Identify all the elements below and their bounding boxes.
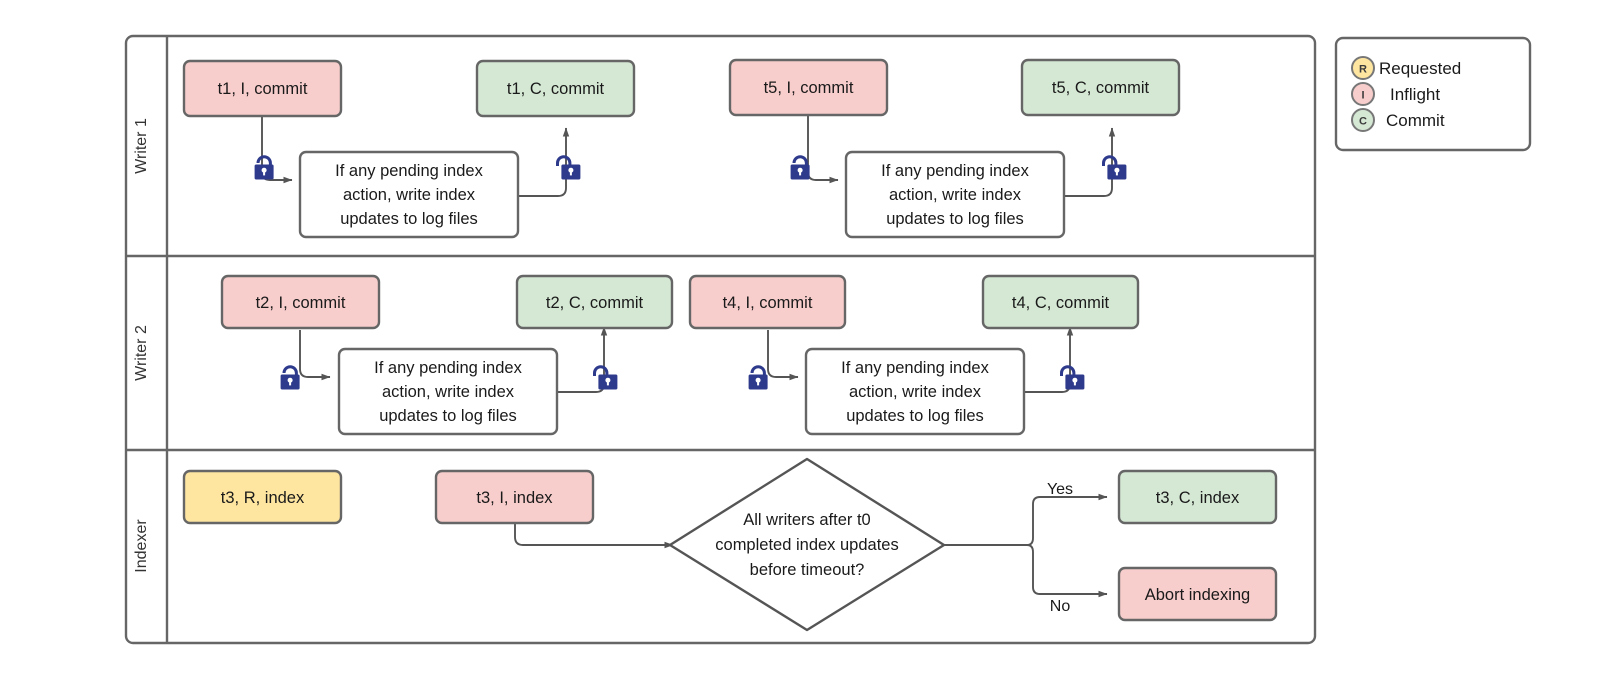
node-w2-process-b[interactable]: If any pending index action, write index… — [804, 347, 1026, 436]
node-label: t4, I, commit — [723, 294, 813, 312]
edge-ix-inflight-to-decision — [514, 523, 674, 549]
node-label-line1: All writers after t0 — [743, 511, 870, 529]
node-label: t1, I, commit — [218, 80, 308, 98]
node-label-line3: updates to log files — [379, 407, 517, 425]
edge-w2-t4-inflight-to-process — [767, 330, 799, 381]
lock-closed-icon — [254, 155, 274, 180]
node-label-line3: updates to log files — [886, 210, 1024, 228]
lock-closed-icon — [280, 365, 300, 390]
lock-open-icon — [593, 365, 618, 390]
node-label-line2: action, write index — [343, 186, 476, 204]
edge-ix-no-branch — [1026, 544, 1108, 598]
lock-closed-icon — [790, 155, 810, 180]
lane-labels: Writer 1 Writer 2 Indexer — [133, 118, 150, 573]
lock-open-icon — [1102, 155, 1127, 180]
node-label-line2: action, write index — [849, 383, 982, 401]
node-w2-t2-inflight[interactable]: t2, I, commit — [220, 274, 381, 330]
node-w2-t4-inflight[interactable]: t4, I, commit — [688, 274, 847, 330]
node-label-line3: updates to log files — [340, 210, 478, 228]
node-w2-t2-commit[interactable]: t2, C, commit — [515, 274, 674, 330]
node-w1-t5-inflight[interactable]: t5, I, commit — [728, 58, 889, 117]
node-label: t5, I, commit — [764, 79, 854, 97]
edge-w2-t2-inflight-to-process — [299, 330, 331, 381]
legend-label-inflight: Inflight — [1390, 85, 1440, 104]
node-w1-t1-commit[interactable]: t1, C, commit — [475, 59, 636, 118]
node-label-line1: If any pending index — [374, 359, 522, 377]
lock-open-icon — [556, 155, 581, 180]
node-ix-abort[interactable]: Abort indexing — [1117, 566, 1278, 622]
commit-badge-letter: C — [1359, 116, 1367, 128]
node-label: t3, R, index — [221, 489, 305, 507]
lane-label-indexer: Indexer — [133, 519, 150, 573]
lock-closed-icon — [748, 365, 768, 390]
commit-badge-icon — [1351, 108, 1375, 132]
node-label: t1, C, commit — [507, 80, 605, 98]
legend-border — [1334, 36, 1532, 152]
edge-ix-yes-branch — [1026, 493, 1108, 546]
legend-item-requested: R Requested — [1351, 56, 1461, 80]
edge-label-no: No — [1050, 598, 1071, 615]
node-w1-t1-inflight[interactable]: t1, I, commit — [182, 59, 343, 118]
edge-w1-process-to-t5-commit — [1064, 127, 1116, 197]
edge-label-yes: Yes — [1047, 481, 1073, 498]
node-label: t2, C, commit — [546, 294, 644, 312]
node-w2-process-a[interactable]: If any pending index action, write index… — [337, 347, 559, 436]
node-ix-decision[interactable]: All writers after t0 completed index upd… — [668, 457, 946, 632]
lane-indexer-content: Yes No t3, R, index t3, I, index All wri… — [182, 457, 1278, 632]
legend-item-inflight: I Inflight — [1351, 82, 1440, 106]
node-label-line3: before timeout? — [750, 561, 865, 579]
node-label: t4, C, commit — [1012, 294, 1110, 312]
node-label: t5, C, commit — [1052, 79, 1150, 97]
node-ix-t3-commit[interactable]: t3, C, index — [1117, 469, 1278, 525]
legend-label-requested: Requested — [1379, 59, 1461, 78]
node-label-line2: action, write index — [382, 383, 515, 401]
node-label: t3, I, index — [476, 489, 553, 507]
node-w1-t5-commit[interactable]: t5, C, commit — [1020, 58, 1181, 117]
node-label-line2: completed index updates — [715, 536, 898, 554]
lane-label-writer1: Writer 1 — [133, 118, 150, 174]
node-label-line3: updates to log files — [846, 407, 984, 425]
node-w2-t4-commit[interactable]: t4, C, commit — [981, 274, 1140, 330]
lane-writer1-content: t1, I, commit t1, C, commit t5, I, commi… — [182, 58, 1181, 239]
legend-item-commit: C Commit — [1351, 108, 1445, 132]
node-label: t2, I, commit — [256, 294, 346, 312]
inflight-badge-icon — [1351, 82, 1375, 106]
node-w1-process-a[interactable]: If any pending index action, write index… — [298, 150, 520, 239]
node-label-line2: action, write index — [889, 186, 1022, 204]
node-ix-t3-requested[interactable]: t3, R, index — [182, 469, 343, 525]
node-label-line1: If any pending index — [841, 359, 989, 377]
lane-label-writer2: Writer 2 — [133, 325, 150, 381]
node-label-line1: If any pending index — [881, 162, 1029, 180]
node-label-line1: If any pending index — [335, 162, 483, 180]
node-label: Abort indexing — [1145, 586, 1251, 604]
node-label: t3, C, index — [1156, 489, 1240, 507]
legend-label-commit: Commit — [1386, 111, 1445, 130]
lock-open-icon — [1060, 365, 1085, 390]
edge-w1-process-to-t1-commit — [518, 127, 570, 197]
requested-badge-letter: R — [1359, 64, 1367, 76]
lane-writer2-content: t2, I, commit t2, C, commit t4, I, commi… — [220, 274, 1140, 436]
inflight-badge-letter: I — [1361, 90, 1364, 102]
node-w1-process-b[interactable]: If any pending index action, write index… — [844, 150, 1066, 239]
legend-panel: R Requested I Inflight C Commit — [1334, 36, 1532, 152]
node-ix-t3-inflight[interactable]: t3, I, index — [434, 469, 595, 525]
requested-badge-icon — [1351, 56, 1375, 80]
